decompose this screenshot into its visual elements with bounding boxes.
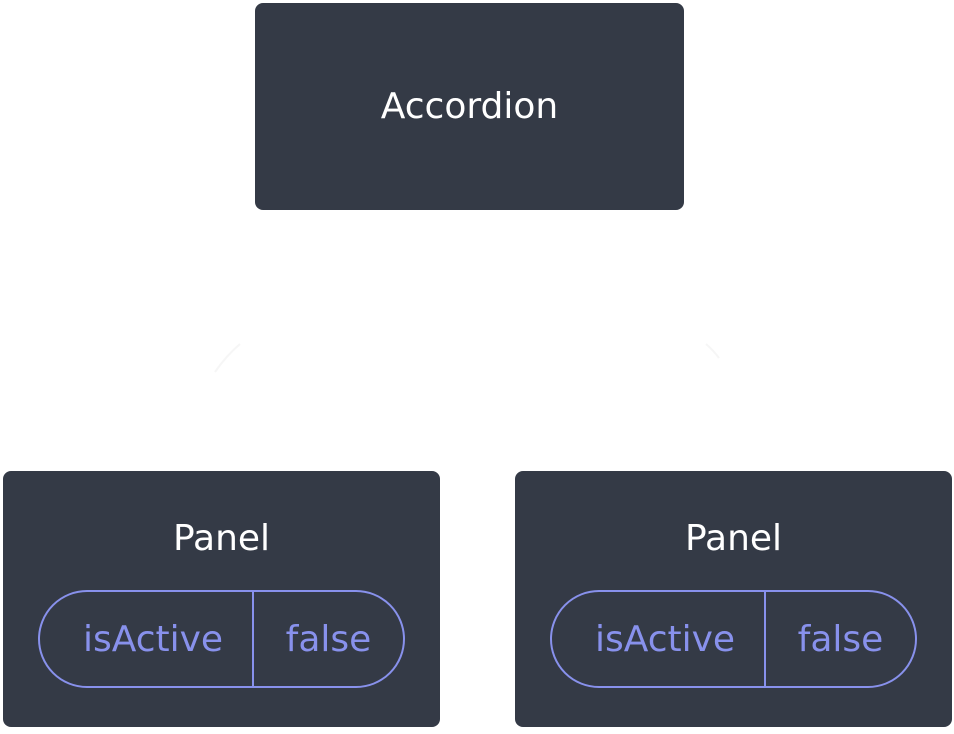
panel-node-label: Panel (684, 518, 783, 559)
state-key: isActive (552, 592, 766, 686)
accordion-node: Accordion (255, 3, 684, 210)
state-value: false (285, 618, 372, 660)
panel-node-right: Panel isActive false (515, 471, 952, 727)
connector-right (705, 343, 720, 359)
panel-node-left: Panel isActive false (3, 471, 440, 727)
state-pill: isActive false (550, 590, 917, 688)
accordion-node-label: Accordion (380, 85, 559, 127)
state-key: isActive (40, 592, 254, 686)
panel-node-label: Panel (172, 518, 271, 559)
state-pill: isActive false (38, 590, 405, 688)
state-value: false (797, 618, 884, 660)
connector-left (214, 343, 241, 373)
